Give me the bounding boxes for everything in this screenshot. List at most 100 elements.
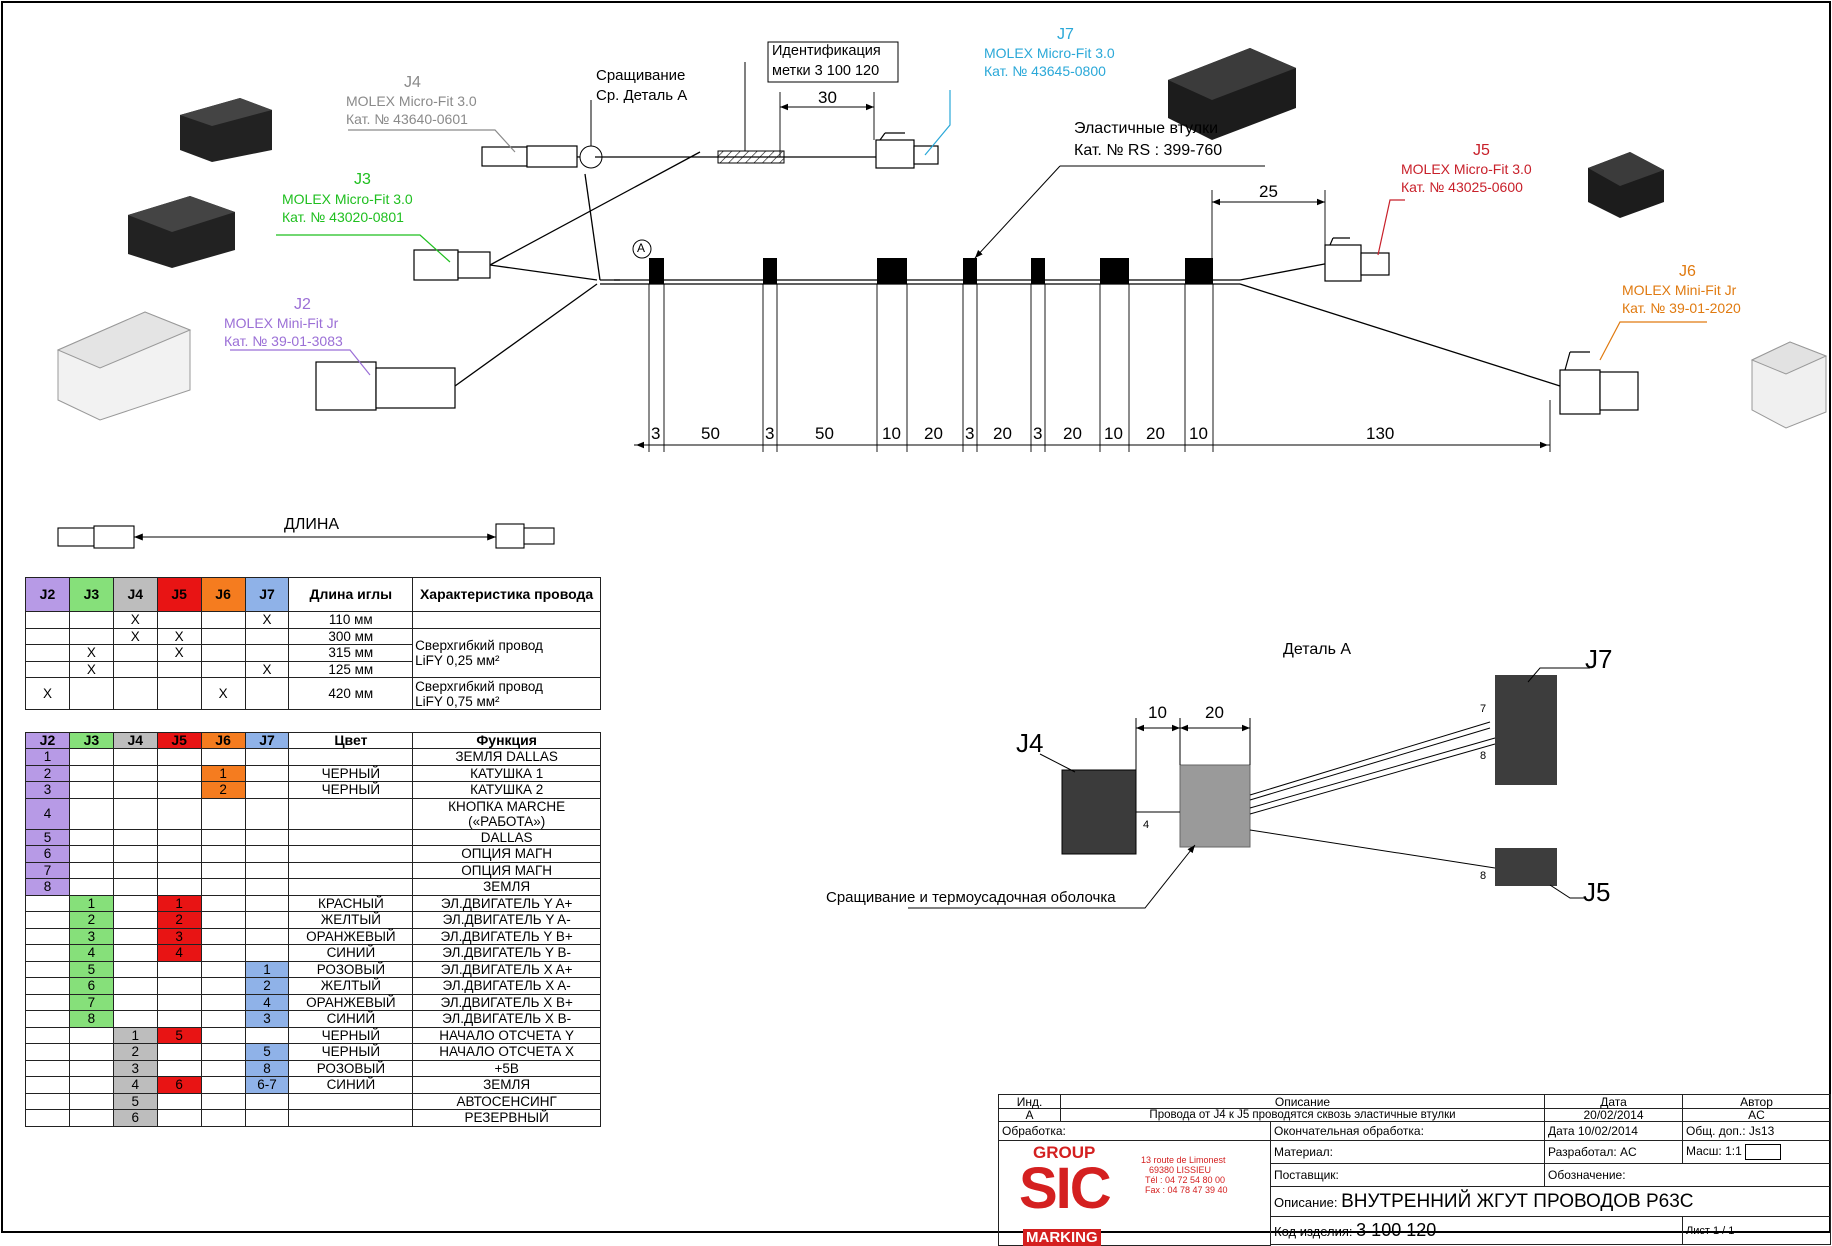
- splice-callout-line2: Ср. Деталь A: [596, 87, 688, 104]
- j6-connector: [1559, 351, 1639, 415]
- tb-author-header: Автор: [1682, 1094, 1831, 1109]
- tb-rev-author: AC: [1682, 1108, 1831, 1122]
- pin-function: ЭЛ.ДВИГАТЕЛЬ Y A-: [412, 911, 601, 929]
- pin-cell-j2: 3: [25, 781, 70, 799]
- pin-cell-j5: 4: [156, 944, 202, 962]
- pin-cell-j2: [25, 1076, 70, 1094]
- pin-color: [288, 878, 414, 896]
- pin-cell-j3: [68, 1043, 114, 1061]
- pin-cell-j6: [200, 894, 246, 912]
- tb-processing: Обработка:: [998, 1121, 1271, 1141]
- pin-cell-j3: [68, 781, 114, 799]
- pin-cell-j5: [156, 1109, 202, 1127]
- tb-general: Общ. доп.: Js13: [1682, 1121, 1831, 1141]
- dim-label: 3: [965, 424, 975, 443]
- col-j4: J4: [112, 577, 158, 612]
- j6-model: MOLEX Mini-Fit Jr: [1622, 282, 1737, 298]
- length-diagram: [57, 523, 555, 549]
- dim-label: 3: [1033, 424, 1043, 443]
- pin-cell-j2: [25, 894, 70, 912]
- pin-function: ЭЛ.ДВИГАТЕЛЬ X B-: [412, 1010, 601, 1028]
- pin-cell-j7: [244, 781, 290, 799]
- pin-cell-j5: [156, 845, 202, 863]
- col-function: Функция: [412, 732, 601, 749]
- detail-pin-8: 8: [1480, 750, 1487, 762]
- pin-function: +5В: [412, 1059, 601, 1077]
- pin-cell-j4: [112, 764, 158, 782]
- dim-label: 3: [651, 424, 661, 443]
- pin-color: СИНИЙ: [288, 1010, 414, 1028]
- pin-color: [288, 797, 414, 830]
- j4-model: MOLEX Micro-Fit 3.0: [346, 93, 477, 109]
- detail-j7-label: J7: [1585, 644, 1613, 674]
- pin-color: [288, 748, 414, 766]
- j4-catalog: Кат. № 43640-0601: [346, 111, 468, 127]
- tb-designation: Обозначение:: [1544, 1163, 1831, 1188]
- pin-cell-j4: [112, 944, 158, 962]
- pin-cell-j3: 8: [68, 1010, 114, 1028]
- pin-cell-j5: 1: [156, 894, 202, 912]
- pin-color: ЧЕРНЫЙ: [288, 781, 414, 799]
- pin-color: [288, 1109, 414, 1127]
- pin-cell-j6: [200, 1010, 246, 1028]
- j5-label: J5: [1473, 142, 1490, 159]
- j7-label: J7: [1057, 26, 1074, 43]
- j2-3d-icon: [56, 311, 192, 421]
- pin-cell-j4: 6: [112, 1109, 158, 1127]
- detail-dim-20: 20: [1205, 703, 1224, 722]
- pin-cell-j7: [244, 845, 290, 863]
- pin-function: ЭЛ.ДВИГАТЕЛЬ Y B-: [412, 944, 601, 962]
- pin-cell-j7: [244, 894, 290, 912]
- pin-cell-j4: [112, 911, 158, 929]
- pin-cell-j7: [244, 1109, 290, 1127]
- pin-cell-j4: [112, 781, 158, 799]
- pin-cell-j5: [156, 1043, 202, 1061]
- pin-cell-j7: 2: [244, 977, 290, 995]
- sleeve: [1100, 258, 1129, 284]
- detail-a-circle: [632, 239, 652, 259]
- pin-color: [288, 1092, 414, 1110]
- pin-cell-j7: 3: [244, 1010, 290, 1028]
- pin-cell-j5: [156, 1059, 202, 1077]
- sleeve: [649, 258, 664, 284]
- pin-cell-j6: [200, 878, 246, 896]
- logo-sic: SIC: [1019, 1156, 1112, 1221]
- pin-function: ЭЛ.ДВИГАТЕЛЬ X B+: [412, 993, 601, 1011]
- j7-catalog: Кат. № 43645-0800: [984, 63, 1106, 79]
- sleeves-callout-line1: Эластичные втулки: [1074, 120, 1219, 137]
- detail-dim-10: 10: [1148, 703, 1167, 722]
- pin-cell-j2: 4: [25, 797, 70, 830]
- pin-cell-j2: [25, 911, 70, 929]
- pin-color: СИНИЙ: [288, 1076, 414, 1094]
- sleeve: [963, 258, 977, 284]
- j7-3d-icon: [1168, 48, 1296, 140]
- pin-cell-j6: [200, 748, 246, 766]
- pin-cell-j6: [200, 960, 246, 978]
- dim-label: 130: [1366, 424, 1395, 443]
- pin-cell-j5: [156, 781, 202, 799]
- tb-logo-cell: GROUP SIC MARKING 13 route de Limonest 6…: [998, 1140, 1271, 1246]
- address-line1: 13 route de Limonest: [1141, 1155, 1226, 1165]
- pin-cell-j7: [244, 828, 290, 846]
- pin-cell-j5: 5: [156, 1026, 202, 1044]
- j7-connector: [875, 132, 939, 169]
- pin-cell-j2: [25, 1026, 70, 1044]
- tb-rev-date: 20/02/2014: [1544, 1108, 1683, 1122]
- dim-label: 20: [1063, 424, 1082, 443]
- pin-cell-j7: [244, 944, 290, 962]
- pin-cell-j2: [25, 960, 70, 978]
- j3-connector: [413, 249, 491, 281]
- pin-cell-j5: [156, 748, 202, 766]
- j5-catalog: Кат. № 43025-0600: [1401, 179, 1523, 195]
- pin-function: КНОПКА MARCHE(«РАБОТА»): [412, 797, 601, 830]
- pin-function: ОПЦИЯ МАГН: [412, 861, 601, 879]
- pin-cell-j5: 3: [156, 927, 202, 945]
- j6-label: J6: [1679, 263, 1696, 280]
- j4-label: J4: [404, 74, 421, 91]
- col-j5: J5: [156, 732, 202, 749]
- pin-color: ЧЕРНЫЙ: [288, 764, 414, 782]
- pin-cell-j7: [244, 748, 290, 766]
- pin-cell-j5: [156, 993, 202, 1011]
